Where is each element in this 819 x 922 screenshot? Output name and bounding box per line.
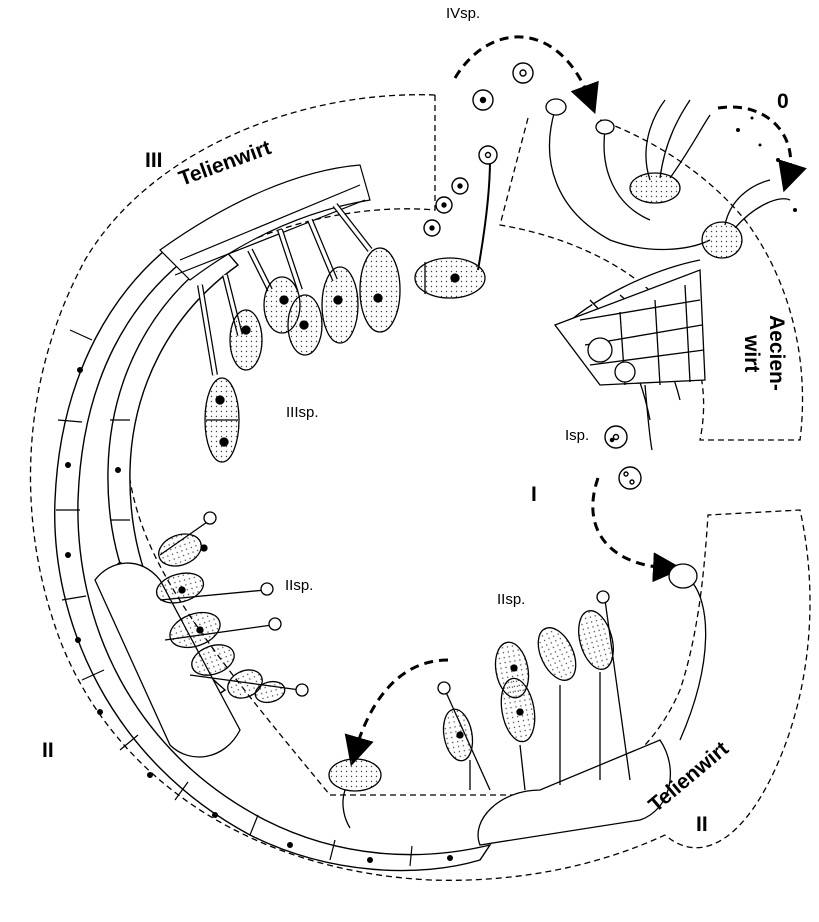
spermatia-dots: [736, 117, 797, 213]
spore-label-II-right: IIsp.: [497, 592, 525, 607]
aecial-structures: [546, 99, 790, 450]
teliospore: [225, 275, 262, 370]
stage-label-III: III: [145, 150, 163, 171]
arrow-I-to-II: [593, 478, 668, 568]
basidiospores: [424, 63, 533, 236]
urediniospore-germinating: [329, 759, 381, 828]
stage-label-II-right: II: [696, 814, 708, 835]
arrow-II-repeat: [355, 660, 448, 752]
stage-label-I: I: [531, 484, 537, 505]
aeciospores: [605, 426, 641, 489]
spore-label-I: Isp.: [565, 428, 589, 443]
spore-label-IV: IVsp.: [446, 6, 480, 21]
spore-label-III: IIIsp.: [286, 405, 319, 420]
host-label-aecienwirt-line2: wirt: [741, 335, 762, 372]
arrow-0-spermatia: [718, 107, 791, 178]
spore-label-II-left: IIsp.: [285, 578, 313, 593]
stage-label-II-left: II: [42, 740, 54, 761]
host-label-aecienwirt-line1: Aecien-: [766, 315, 787, 391]
stage-label-0: 0: [777, 91, 789, 112]
